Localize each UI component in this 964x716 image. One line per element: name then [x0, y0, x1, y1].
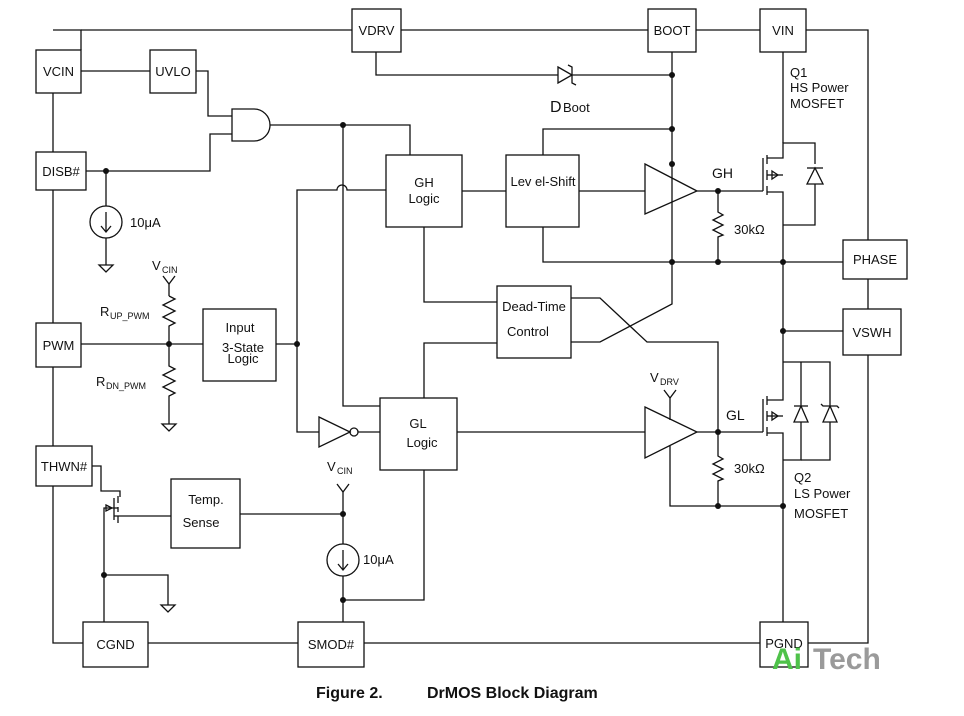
vdrv-ls-sub: DRV: [660, 377, 679, 387]
q1-label-2: HS Power: [790, 80, 849, 95]
junction-dot: [715, 503, 721, 509]
gh-logic-label-2: Logic: [408, 191, 440, 206]
outer-border: [52, 29, 869, 644]
hs-driver: GH 30kΩ: [644, 162, 765, 262]
pin-smod: SMOD#: [297, 621, 365, 668]
rup-sub: UP_PWM: [110, 311, 150, 321]
dead-time-control-block: Dead-Time Control: [496, 285, 572, 359]
uvlo-label: UVLO: [155, 64, 190, 79]
pin-pwm-label: PWM: [43, 338, 75, 353]
gh-logic-block: GH Logic: [385, 154, 463, 228]
gh-label: GH: [712, 165, 733, 181]
q1-label-3: MOSFET: [790, 96, 844, 111]
vdrv-ls-label: V: [650, 370, 659, 385]
temp-sense-label-1: Temp.: [188, 492, 223, 507]
rdn-label: R: [96, 374, 105, 389]
watermark-tech: Tech: [813, 643, 881, 676]
smod-network: V CIN 10μA: [240, 459, 425, 622]
r-gl-label: 30kΩ: [734, 461, 765, 476]
pin-thwn: THWN#: [35, 445, 93, 487]
dead-time-wiring: [423, 227, 719, 432]
junction-dot: [669, 72, 675, 78]
boot-diode: D Boot: [375, 52, 672, 116]
pin-phase-label: PHASE: [853, 252, 897, 267]
rdn-sub: DN_PWM: [106, 381, 146, 391]
gl-label: GL: [726, 407, 745, 423]
vcin-smod-sub: CIN: [337, 466, 353, 476]
pin-phase: PHASE: [842, 239, 908, 280]
pin-pgnd: PGND: [759, 621, 809, 668]
q2-label-2: LS Power: [794, 486, 851, 501]
pin-vdrv: VDRV: [351, 8, 402, 53]
dead-time-label-1: Dead-Time: [502, 299, 566, 314]
dboot-sub: Boot: [563, 100, 590, 115]
pin-disb-label: DISB#: [42, 164, 80, 179]
dboot-label: D: [550, 99, 562, 116]
gl-logic-label-1: GL: [409, 416, 426, 431]
pin-vdrv-label: VDRV: [359, 23, 395, 38]
pin-cgnd-label: CGND: [96, 637, 134, 652]
temp-sense-block: Temp. Sense: [170, 478, 241, 549]
q2-label-3: MOSFET: [794, 506, 848, 521]
pin-pwm: PWM: [35, 322, 82, 368]
pin-vin: VIN: [759, 8, 807, 53]
gl-logic-block: GL Logic: [379, 397, 458, 471]
phase-return-wire: [542, 227, 843, 263]
pwm-network: V CIN R UP_PWM R DN_PWM: [81, 184, 386, 433]
boot-rail: [542, 52, 675, 262]
level-shift-block: Lev el-Shift: [505, 154, 580, 228]
inverter: [318, 415, 380, 449]
caption-title: DrMOS Block Diagram: [427, 685, 598, 702]
vcin-smod-label: V: [327, 459, 336, 474]
input-logic-label-1: Input: [226, 320, 255, 335]
junction-dot: [669, 161, 675, 167]
pin-thwn-label: THWN#: [41, 459, 88, 474]
q2-label-1: Q2: [794, 470, 811, 485]
pin-boot-label: BOOT: [654, 23, 691, 38]
pin-vcin: VCIN: [35, 49, 82, 94]
pin-smod-label: SMOD#: [308, 637, 355, 652]
caption-figure-number: Figure 2.: [316, 685, 383, 702]
enable-to-gl-wire: [342, 125, 380, 407]
q1-label-1: Q1: [790, 65, 807, 80]
pin-vcin-label: VCIN: [43, 64, 74, 79]
r-gh-label: 30kΩ: [734, 222, 765, 237]
dead-time-label-2: Control: [507, 324, 549, 339]
q1-hs-mosfet: Q1 HS Power MOSFET: [762, 52, 849, 262]
pin-vswh: VSWH: [842, 308, 902, 356]
pin-cgnd: CGND: [82, 621, 149, 668]
vcin-pwm-label: V: [152, 258, 161, 273]
pin-vin-label: VIN: [772, 23, 794, 38]
input-logic-label-2: 3-State: [222, 340, 264, 355]
aitech-watermark: Ai Tech: [772, 643, 881, 676]
junction-dot: [340, 511, 346, 517]
uvlo-block: UVLO: [149, 49, 197, 94]
junction-dot: [715, 259, 721, 265]
pin-vswh-label: VSWH: [853, 325, 892, 340]
rup-label: R: [100, 304, 109, 319]
junction-dot: [780, 328, 786, 334]
smod-current-label: 10μA: [363, 552, 394, 567]
level-shift-label: Lev el-Shift: [510, 174, 575, 189]
gl-logic-label-2: Logic: [406, 435, 438, 450]
and-gate: [81, 70, 411, 174]
pin-boot: BOOT: [647, 8, 697, 53]
pin-disb: DISB#: [35, 151, 87, 191]
figure-caption: Figure 2. DrMOS Block Diagram: [316, 685, 598, 702]
disb-current-source: 10μA: [89, 171, 161, 273]
temp-sense-label-2: Sense: [183, 515, 220, 530]
gh-logic-label-1: GH: [414, 175, 434, 190]
vcin-pwm-sub: CIN: [162, 265, 178, 275]
disb-current-label: 10μA: [130, 215, 161, 230]
input-logic-label-3: Logic: [227, 351, 259, 366]
watermark-ai: Ai: [772, 643, 802, 676]
ls-driver: V DRV GL 30kΩ: [644, 370, 786, 509]
thermal-warning-circuit: [92, 465, 177, 622]
q2-ls-mosfet: Q2 LS Power MOSFET: [762, 361, 851, 622]
pin-pgnd-label: PGND: [765, 636, 803, 651]
input-logic-block: Input 3-State Logic: [202, 308, 277, 382]
